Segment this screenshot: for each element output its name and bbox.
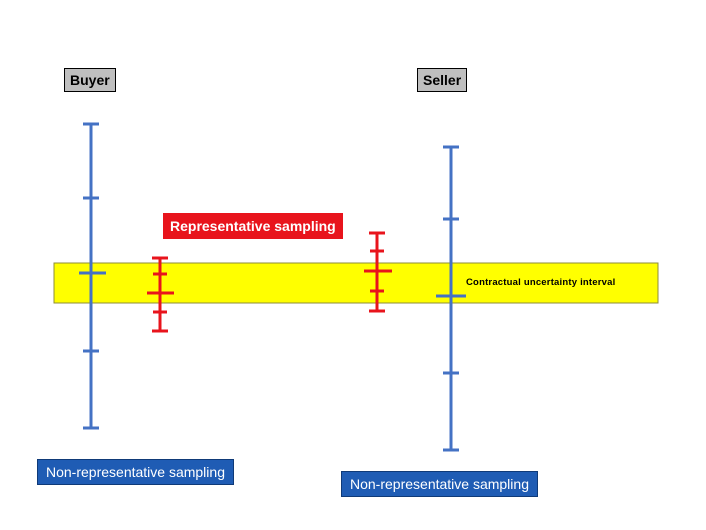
seller-representative-bar [364, 231, 392, 313]
contractual-uncertainty-band [53, 262, 659, 304]
seller-label: Seller [417, 68, 468, 92]
non-representative-sampling-label-left: Non-representative sampling [37, 459, 234, 485]
seller-error-bar [436, 145, 466, 452]
buyer-label: Buyer [64, 68, 116, 92]
buyer-error-bar [79, 122, 106, 430]
buyer-representative-bar [147, 256, 174, 333]
representative-sampling-label: Representative sampling [163, 213, 343, 239]
non-representative-sampling-label-right: Non-representative sampling [341, 471, 538, 497]
contractual-uncertainty-label: Contractual uncertainty interval [466, 277, 616, 288]
